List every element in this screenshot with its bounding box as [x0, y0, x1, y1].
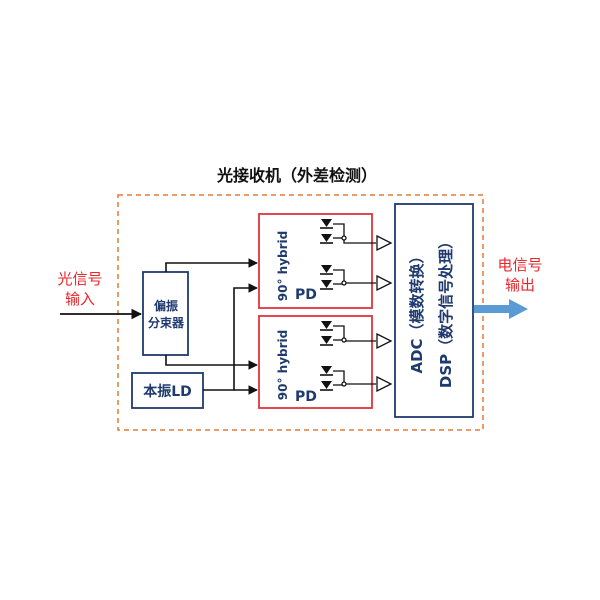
pd-label-2: PD — [295, 389, 317, 405]
amplifier-1b — [376, 274, 393, 292]
hybrid-box-2 — [258, 315, 373, 409]
adc-dsp-box — [394, 203, 474, 418]
hybrid-block-2: 90° hybrid PD — [258, 315, 373, 409]
amplifier-2a — [376, 332, 393, 350]
lo-to-hybrid1-wire — [203, 283, 258, 391]
input-label-line1: 光信号 — [57, 270, 102, 288]
pd-node-1b — [341, 280, 347, 286]
pbs-label-line1: 偏振 — [154, 298, 178, 313]
dsp-label: DSP（数字信号处理） — [437, 234, 455, 388]
pd-node-2a — [341, 337, 347, 343]
pd-wire-2b — [333, 370, 376, 385]
pd-wire-1b — [333, 269, 376, 284]
pbs-to-hybrid1-wire — [165, 258, 258, 272]
amplifier-1a — [376, 234, 393, 252]
lo-label: 本振LD — [143, 383, 192, 400]
hybrid-box-1 — [258, 213, 373, 309]
output-arrow — [474, 299, 528, 319]
pd-label-1: PD — [295, 287, 317, 303]
pd-node-1a — [341, 235, 347, 241]
output-label-line1: 电信号 — [497, 256, 542, 274]
pd-wire-1a — [333, 223, 376, 244]
hybrid-label-1: 90° hybrid — [276, 231, 290, 301]
hybrid-block-1: 90° hybrid PD — [258, 213, 373, 309]
pd-node-2b — [341, 381, 347, 387]
output-label: 电信号 输出 — [497, 256, 542, 294]
adc-label: ADC（模数转换） — [408, 248, 426, 373]
pd-outputs — [333, 223, 393, 393]
output-label-line2: 输出 — [505, 276, 535, 294]
pbs-to-hybrid2-wire — [165, 355, 258, 370]
signal-wiring — [165, 258, 258, 395]
diagram-title: 光接收机（外差检测） — [216, 166, 377, 185]
input-label: 光信号 输入 — [57, 270, 102, 308]
input-label-line2: 输入 — [65, 290, 95, 308]
amplifier-2b — [376, 375, 393, 393]
pbs-label-line2: 分束器 — [148, 315, 185, 330]
hybrid-label-2: 90° hybrid — [276, 330, 290, 400]
output-arrow-head — [509, 299, 528, 319]
pbs-box — [142, 271, 189, 356]
output-arrow-shaft — [474, 305, 510, 313]
pd-wire-2a — [333, 325, 376, 342]
receiver-boundary — [117, 194, 484, 431]
